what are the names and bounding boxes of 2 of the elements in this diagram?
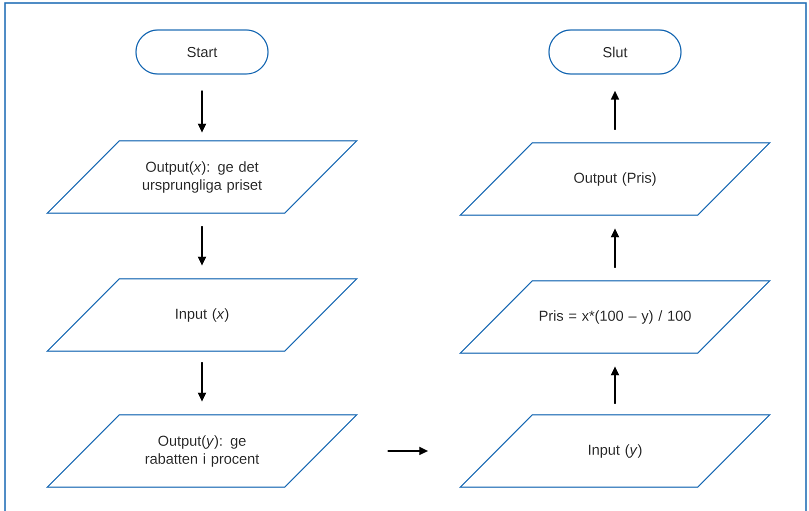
terminal-box: Start [135, 29, 269, 75]
terminal-box: Slut [548, 29, 682, 75]
